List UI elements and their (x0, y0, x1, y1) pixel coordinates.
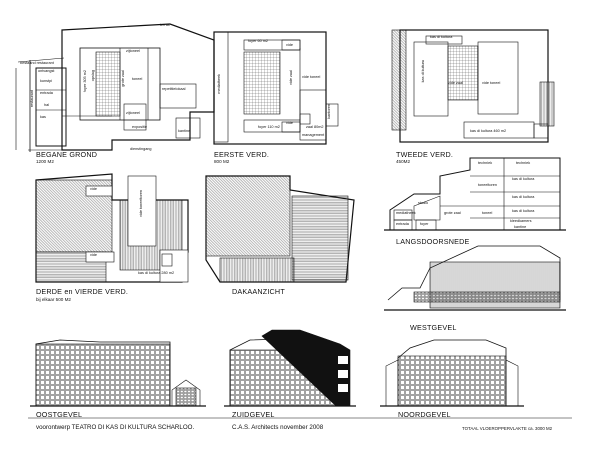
architect-credit: C.A.S. Architects november 2008 (232, 424, 324, 431)
room-label: kas di kultura 460 m2 (470, 129, 507, 133)
room-label: foyer (420, 222, 429, 226)
room-label: kas di kultura (512, 195, 535, 199)
room-label: kas di kultura (430, 35, 453, 39)
room-label: toneeltoren (478, 183, 497, 187)
room-label: grote zaal (444, 211, 461, 215)
room-label: zijtoneel (126, 49, 140, 53)
elevation-zuidgevel (224, 329, 356, 407)
plan-area: 1200 M2 (36, 159, 54, 164)
room-label: foyer 305 m2 (83, 70, 87, 93)
plan-begane-grond (15, 23, 215, 152)
section-title: LANGSDOORSNEDE (396, 237, 470, 246)
elevation-noordgevel (380, 339, 524, 407)
room-label: restaurant (30, 90, 34, 108)
plan-area: bij elkaar 500 M2 (36, 297, 71, 302)
elevation-title: WESTGEVEL (410, 323, 457, 332)
room-label: vide toneel (482, 81, 501, 85)
room-label: entrada (40, 91, 53, 95)
room-label: ontvangst (38, 69, 55, 73)
plan-title: DAKAANZICHT (232, 287, 285, 296)
room-label: techniek (516, 161, 531, 165)
project-title: voorontwerp TEATRO DI KAS DI KULTURA SCH… (36, 424, 195, 431)
section-langsdoorsnede (384, 157, 566, 231)
room-label: techniek (478, 161, 493, 165)
plan-dak (205, 175, 355, 283)
room-label: foyer 110 m2 (258, 125, 280, 129)
room-label: kunstpi (40, 79, 53, 83)
plan-title: DERDE en VIERDE VERD. (36, 287, 129, 296)
room-label: vide (286, 43, 293, 47)
room-label: kantoren (327, 104, 331, 119)
plan-tweede-verd (391, 29, 555, 143)
room-label: zaal 80m2 (306, 125, 324, 129)
elevation-title: OOSTGEVEL (36, 410, 83, 419)
room-label: zijtoneel (126, 111, 140, 115)
plan-area: 450M2 (396, 159, 411, 164)
room-label: expositie (132, 125, 147, 129)
room-label: dienstingang (130, 147, 152, 151)
room-label: terras (160, 23, 170, 27)
plan-area: 800 M2 (214, 159, 230, 164)
elevation-westgevel (384, 245, 566, 311)
room-label: vide toneel (302, 75, 321, 79)
room-label: mediatheek (396, 211, 416, 215)
room-label: vide (90, 187, 97, 191)
room-label: kleedkamers (510, 219, 532, 223)
room-label: mediatheek (217, 74, 221, 94)
room-label: kas di kultura (421, 60, 425, 83)
room-label: kas (40, 115, 46, 119)
room-label: toneel (132, 77, 143, 81)
room-label: kas di kultura 280 m2 (138, 271, 175, 275)
elevation-oostgevel (30, 339, 206, 407)
room-label: management (302, 133, 325, 137)
room-label: repetitielokaal (162, 87, 186, 91)
room-label: hal (44, 103, 50, 107)
room-label: vide zaal (448, 81, 463, 85)
plan-title: TWEEDE VERD. (396, 150, 454, 159)
room-label: grote zaal (121, 70, 125, 87)
room-label: studio (418, 201, 429, 205)
plan-derde-vierde (35, 173, 189, 283)
room-label: kantine (514, 225, 527, 229)
room-label: entrada (396, 222, 409, 226)
room-label: opslag (91, 70, 95, 82)
elevation-title: ZUIDGEVEL (232, 410, 275, 419)
room-label: vide (90, 253, 97, 257)
room-label: kas di kultura (512, 177, 535, 181)
room-label: bestaand restaurant (20, 61, 54, 65)
room-label: foyer 60 m2 (248, 39, 269, 43)
total-area: TOTAAL VLOEROPPERVLAKTE ca. 3000 M2 (462, 426, 553, 431)
plan-eerste-verd (213, 31, 339, 145)
room-label: vide zaal (289, 70, 293, 85)
elevation-title: NOORDGEVEL (398, 410, 451, 419)
room-label: kas di kultura (512, 209, 535, 213)
plan-title: EERSTE VERD. (214, 150, 270, 159)
room-label: kantine (178, 129, 191, 133)
room-label: vide toneeltoren (139, 190, 143, 218)
room-label: toneel (482, 211, 493, 215)
room-label: vide (286, 121, 293, 125)
plan-title: BEGANE GROND (36, 150, 98, 159)
